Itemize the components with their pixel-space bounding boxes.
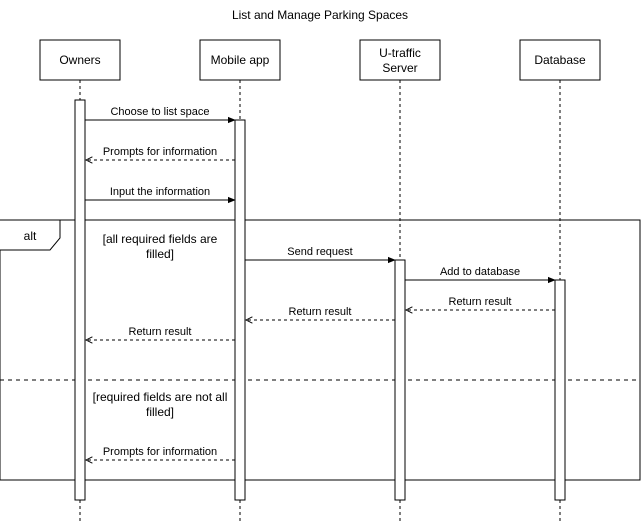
activation-mobile [234,119,246,501]
alt-guard-2-line1: [required fields are not all [93,390,228,404]
message-label: Return result [449,296,512,308]
message-add-to-database: Add to database [405,266,556,284]
message-label: Return result [129,326,192,338]
message-choose-to-list-space: Choose to list space [85,106,236,124]
message-return-result-server: Return result [246,306,395,320]
participant-server-label-line1: U-traffic [379,46,421,60]
activation-database [554,279,566,501]
message-return-result-db: Return result [406,296,555,310]
participant-mobile-app-label: Mobile app [211,53,270,67]
alt-fragment-tab [0,219,61,251]
participant-server-label-line2: Server [382,61,417,75]
message-prompts-for-information: Prompts for information [86,146,235,160]
alt-guard-1-line1: [all required fields are [103,232,218,246]
message-return-result-mobile: Return result [86,326,235,340]
alt-fragment: alt [all required fields are filled] [re… [0,219,641,481]
alt-guard-2-line2: filled] [146,405,174,419]
message-label: Input the information [110,186,210,198]
participant-server: U-traffic Server [359,39,441,81]
participant-owners: Owners [39,39,121,81]
message-label: Add to database [440,266,520,278]
participant-database-label: Database [534,53,586,67]
message-label: Prompts for information [103,446,217,458]
participant-mobile-app: Mobile app [199,39,281,81]
diagram-title: List and Manage Parking Spaces [232,8,408,22]
participant-database: Database [519,39,601,81]
alt-guard-1-line2: filled] [146,247,174,261]
message-label: Choose to list space [110,106,209,118]
message-input-the-information: Input the information [85,186,236,204]
activation-owners [74,99,86,501]
message-label: Return result [289,306,352,318]
message-label: Send request [287,246,352,258]
message-send-request: Send request [245,246,396,264]
message-label: Prompts for information [103,146,217,158]
participant-owners-label: Owners [59,53,100,67]
activation-server [394,259,406,501]
alt-fragment-label: alt [24,229,37,243]
message-prompts-for-information-2: Prompts for information [86,446,235,460]
